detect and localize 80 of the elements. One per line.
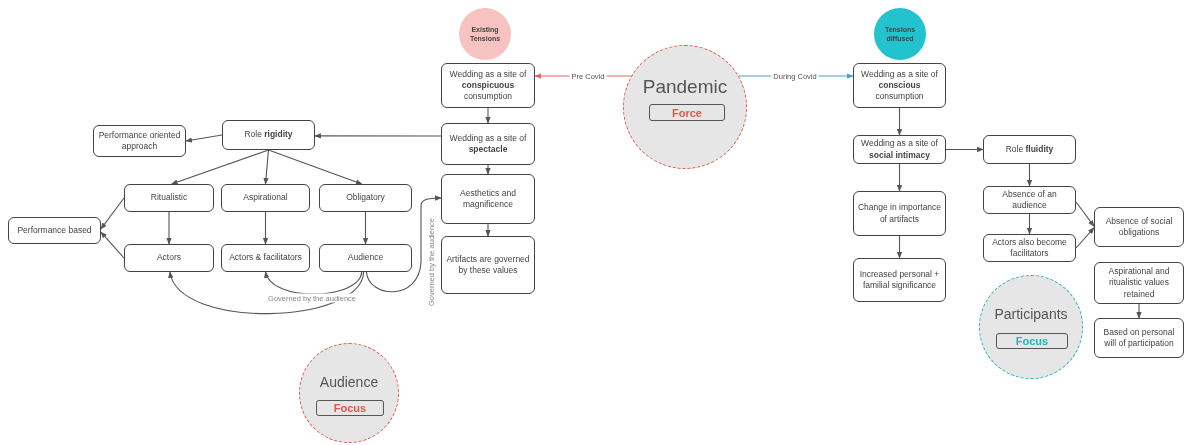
arrow — [1026, 163, 1033, 187]
arrow — [1075, 227, 1095, 249]
box-label: Actors also become facilitators — [991, 236, 1068, 260]
box-label: Absence of social obligations — [1104, 215, 1174, 239]
box-label: Ritualistic — [150, 192, 188, 204]
process-box — [853, 63, 946, 108]
arrow — [1136, 303, 1142, 319]
arrow — [166, 211, 172, 245]
process-box — [853, 191, 946, 236]
box-label: Wedding as a site of conspicuous consumption — [448, 68, 528, 103]
process-box — [221, 244, 310, 272]
arrow — [262, 211, 269, 245]
box-label: Role fluidity — [1005, 143, 1054, 155]
process-box — [124, 244, 214, 272]
arrow — [100, 197, 125, 230]
process-box — [221, 184, 310, 212]
arrow — [896, 235, 903, 259]
process-box — [441, 174, 535, 224]
arrow — [485, 107, 491, 124]
arrow — [1026, 213, 1033, 235]
process-box — [441, 236, 535, 294]
box-label: Audience — [347, 252, 384, 264]
box-label: Actors — [156, 252, 182, 264]
tag-label: Force — [672, 106, 702, 119]
box-label: Performance based — [17, 224, 92, 236]
arrow — [1075, 201, 1095, 227]
process-box — [983, 186, 1076, 214]
process-box — [1094, 318, 1184, 358]
box-label: Wedding as a site of social intimacy — [860, 138, 939, 161]
box-label: Artifacts are governed by these values — [445, 253, 531, 277]
arrow — [945, 146, 984, 153]
arrow — [185, 134, 223, 143]
box-label: Absence of an audience — [1001, 188, 1058, 212]
box-label: Aspirational and ritualistic values retained — [1107, 266, 1171, 300]
process-box — [1094, 207, 1184, 247]
arrow — [263, 149, 270, 185]
process-box — [319, 184, 412, 212]
arrow — [485, 223, 491, 237]
tag-box — [649, 104, 725, 121]
box-label: Obligatory — [346, 192, 385, 204]
box-label: Change in importance of artifacts — [857, 202, 942, 225]
process-box — [441, 63, 535, 108]
process-box — [853, 258, 946, 302]
tag-label: Focus — [333, 402, 367, 414]
arrow — [365, 195, 442, 293]
process-box — [1094, 262, 1184, 304]
process-box — [319, 244, 412, 272]
circle-title: Pandemic — [642, 76, 728, 98]
box-label: Increased personal + familial significance — [858, 268, 941, 292]
arrow — [267, 149, 363, 185]
arrow — [314, 133, 442, 139]
circle-title: Participants — [994, 306, 1068, 322]
arrow — [171, 149, 270, 185]
process-box — [222, 120, 315, 150]
box-label: Based on personal will of participation — [1102, 326, 1176, 350]
process-box — [983, 234, 1076, 262]
box-label: Aesthetics and magnificence — [459, 187, 517, 211]
arrow — [362, 211, 369, 245]
status-circle — [459, 8, 511, 60]
arrow — [896, 107, 903, 136]
process-box — [983, 135, 1076, 164]
tag-box — [316, 400, 384, 416]
box-label: Wedding as a site of conscious consumption — [860, 68, 939, 103]
tag-box — [996, 333, 1068, 349]
process-box — [124, 184, 214, 212]
box-label: Role rigidity — [244, 129, 293, 141]
box-label: Performance oriented approach — [97, 129, 182, 153]
process-box — [8, 217, 101, 244]
box-label: Actors & facilitators — [229, 252, 302, 264]
process-box — [853, 135, 946, 164]
tag-label: Focus — [1015, 335, 1049, 347]
arrow — [485, 164, 491, 175]
process-box — [441, 123, 535, 165]
arrow — [169, 271, 365, 315]
circle-title: Audience — [319, 374, 379, 390]
box-label: Wedding as a site of spectacle — [448, 132, 528, 156]
status-circle — [874, 8, 926, 60]
box-label: Aspirational — [243, 192, 288, 204]
arrow — [100, 231, 125, 259]
arrow — [896, 163, 903, 192]
